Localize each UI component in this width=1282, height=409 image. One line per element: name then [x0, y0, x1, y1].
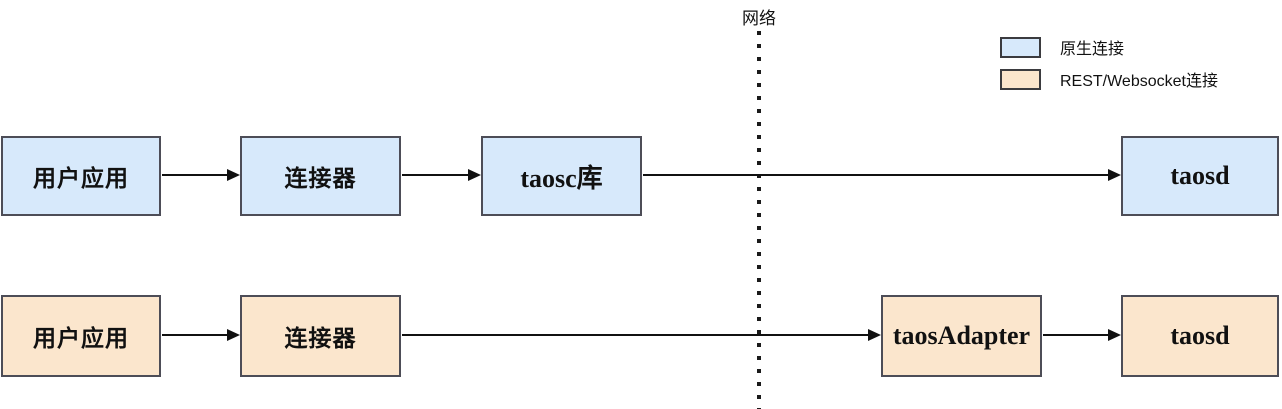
- node-connector-native: 连接器: [240, 136, 401, 216]
- legend-item-native: 原生连接: [1000, 35, 1218, 59]
- node-taosc: taosc库: [481, 136, 642, 216]
- node-connector-rest: 连接器: [240, 295, 401, 377]
- node-taosc-label: taosc库: [520, 163, 603, 193]
- node-user-app-rest: 用户应用: [1, 295, 161, 377]
- node-user-app-rest-label: 用户应用: [33, 325, 129, 351]
- legend-label-native: 原生连接: [1060, 41, 1125, 58]
- arrow-userapp-to-connector-native: [162, 169, 240, 181]
- arrow-userapp-to-connector-rest: [162, 329, 240, 341]
- legend: 原生连接 REST/Websocket连接: [1000, 35, 1218, 99]
- node-taosadapter: taosAdapter: [881, 295, 1042, 377]
- node-connector-native-label: 连接器: [284, 165, 357, 191]
- arrow-taosadapter-to-taosd: [1043, 329, 1121, 341]
- arrow-connector-to-taosadapter: [402, 329, 881, 341]
- node-user-app-native-label: 用户应用: [33, 165, 129, 191]
- native-connection-swatch: [1000, 36, 1041, 58]
- node-user-app-native: 用户应用: [1, 136, 161, 216]
- arrow-taosc-to-taosd: [643, 169, 1121, 181]
- network-divider-dotted-line: [757, 31, 761, 409]
- node-taosd-rest: taosd: [1121, 295, 1279, 377]
- legend-label-rest: REST/Websocket连接: [1060, 73, 1218, 90]
- node-connector-rest-label: 连接器: [284, 325, 357, 351]
- legend-item-rest: REST/Websocket连接: [1000, 67, 1218, 91]
- node-taosd-native-label: taosd: [1170, 161, 1230, 190]
- node-taosd-rest-label: taosd: [1170, 321, 1230, 350]
- rest-connection-swatch: [1000, 68, 1041, 90]
- network-divider-label: 网络: [742, 9, 776, 28]
- arrow-connector-to-taosc: [402, 169, 481, 181]
- node-taosadapter-label: taosAdapter: [892, 321, 1031, 350]
- node-taosd-native: taosd: [1121, 136, 1279, 216]
